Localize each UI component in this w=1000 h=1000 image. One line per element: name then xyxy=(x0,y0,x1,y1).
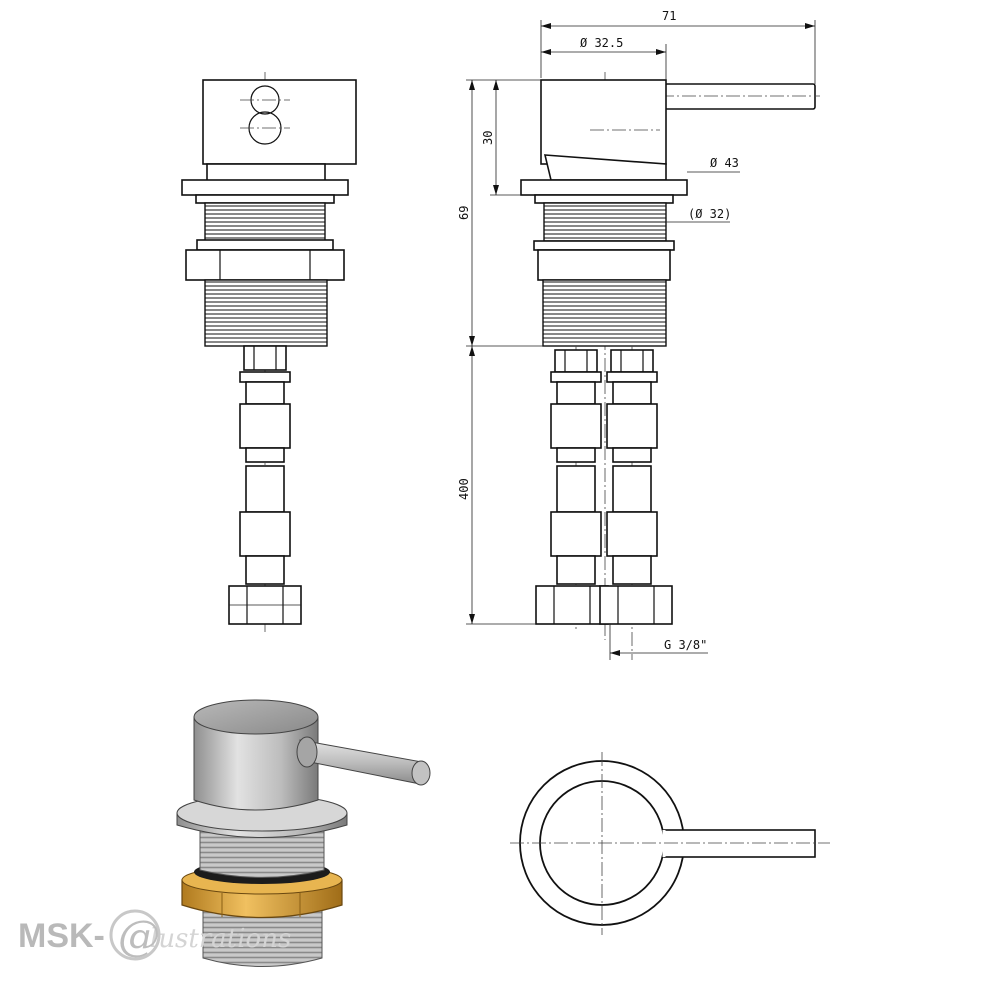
watermark-script: lustrations xyxy=(150,924,291,954)
dim-connector-thread: G 3/8" xyxy=(664,638,707,652)
watermark-brand: MSK- xyxy=(18,917,105,955)
side-view xyxy=(520,72,820,660)
dim-hose-length: 400 xyxy=(457,478,471,500)
front-hose xyxy=(228,345,302,625)
dim-thread-diameter: (Ø 32) xyxy=(688,207,731,221)
dim-flange-diameter: Ø 43 xyxy=(710,156,739,170)
side-hose-left xyxy=(535,346,609,630)
watermark-logo: MSK- lustrations @ xyxy=(18,909,291,961)
watermark-at-symbol: @ xyxy=(118,911,160,960)
dimension-lines: 71 Ø 32.5 Ø 43 (Ø 32) 30 69 400 xyxy=(457,9,816,660)
side-hex-nut xyxy=(537,249,671,281)
dim-overall-width: 71 xyxy=(662,9,676,23)
dim-handle-height: 30 xyxy=(481,131,495,145)
front-view xyxy=(181,72,357,632)
dim-body-height: 69 xyxy=(457,206,471,220)
dim-handle-diameter: Ø 32.5 xyxy=(580,36,623,50)
side-flange xyxy=(520,179,688,196)
side-lever xyxy=(664,83,816,110)
front-flange xyxy=(181,179,349,196)
side-handle-block xyxy=(540,79,667,165)
render-handle xyxy=(193,716,319,811)
front-thread xyxy=(204,279,328,347)
top-lever xyxy=(663,829,816,858)
front-hex-nut xyxy=(185,249,345,281)
render-3d xyxy=(176,699,431,967)
side-hose-right xyxy=(599,346,673,660)
top-view xyxy=(510,752,830,935)
